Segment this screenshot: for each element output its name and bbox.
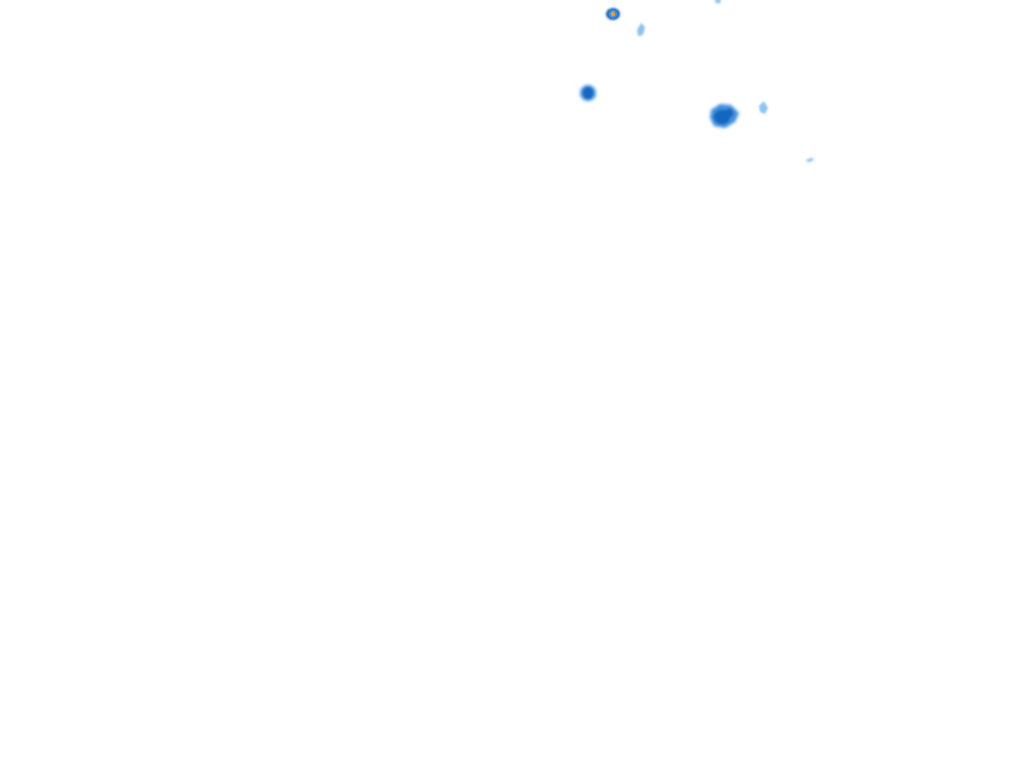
radar-cell-medium-1 <box>580 85 596 101</box>
radar-cell-light-4 <box>806 158 814 162</box>
radar-cell-heavy-core <box>606 8 620 20</box>
radar-echo-layer <box>580 0 814 162</box>
radar-cell-light-2 <box>715 0 721 4</box>
radar-cell-light-1 <box>637 23 645 36</box>
radar-cell-cluster <box>710 104 739 128</box>
radar-cell-light-3 <box>759 101 768 114</box>
